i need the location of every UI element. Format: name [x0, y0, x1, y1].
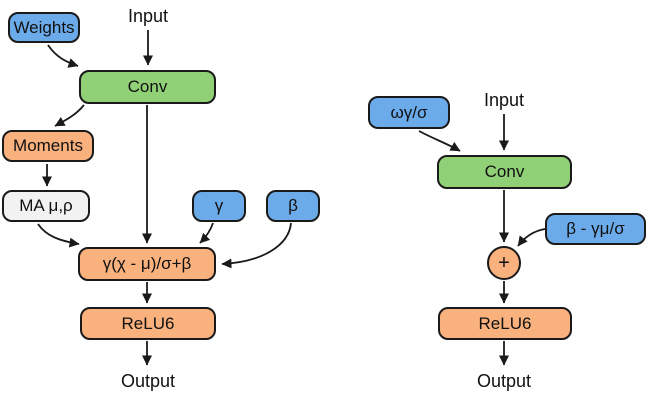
folded-weights-box: ωγ/σ: [368, 96, 450, 129]
output-label-left: Output: [120, 370, 176, 391]
conv-box-right: Conv: [437, 155, 572, 189]
relu6-box-right: ReLU6: [438, 307, 572, 340]
add-node: +: [487, 246, 521, 280]
conv-box-left: Conv: [79, 70, 216, 104]
weights-box: Weights: [8, 12, 80, 43]
beta-box: β: [266, 190, 320, 222]
folded-bias-box: β - γμ/σ: [545, 213, 646, 245]
edge-gamma-to-bn: [199, 222, 214, 244]
edge-conv-to-moments: [54, 104, 85, 127]
moments-box: Moments: [2, 130, 94, 162]
input-label-left: Input: [127, 5, 169, 26]
edge-ma-to-bn: [37, 223, 80, 248]
moving-average-box: MA μ,ρ: [2, 190, 90, 222]
edge-foldedbias-to-plus: [517, 228, 546, 247]
input-label-right: Input: [483, 89, 525, 110]
gamma-box: γ: [192, 190, 246, 222]
relu6-box-left: ReLU6: [80, 307, 216, 340]
edge-weights-to-conv: [47, 44, 79, 68]
output-label-right: Output: [476, 370, 532, 391]
edge-beta-to-bn: [221, 222, 292, 269]
edge-foldedweights-to-conv: [418, 130, 461, 152]
bn-formula-box: γ(χ - μ)/σ+β: [78, 247, 216, 281]
